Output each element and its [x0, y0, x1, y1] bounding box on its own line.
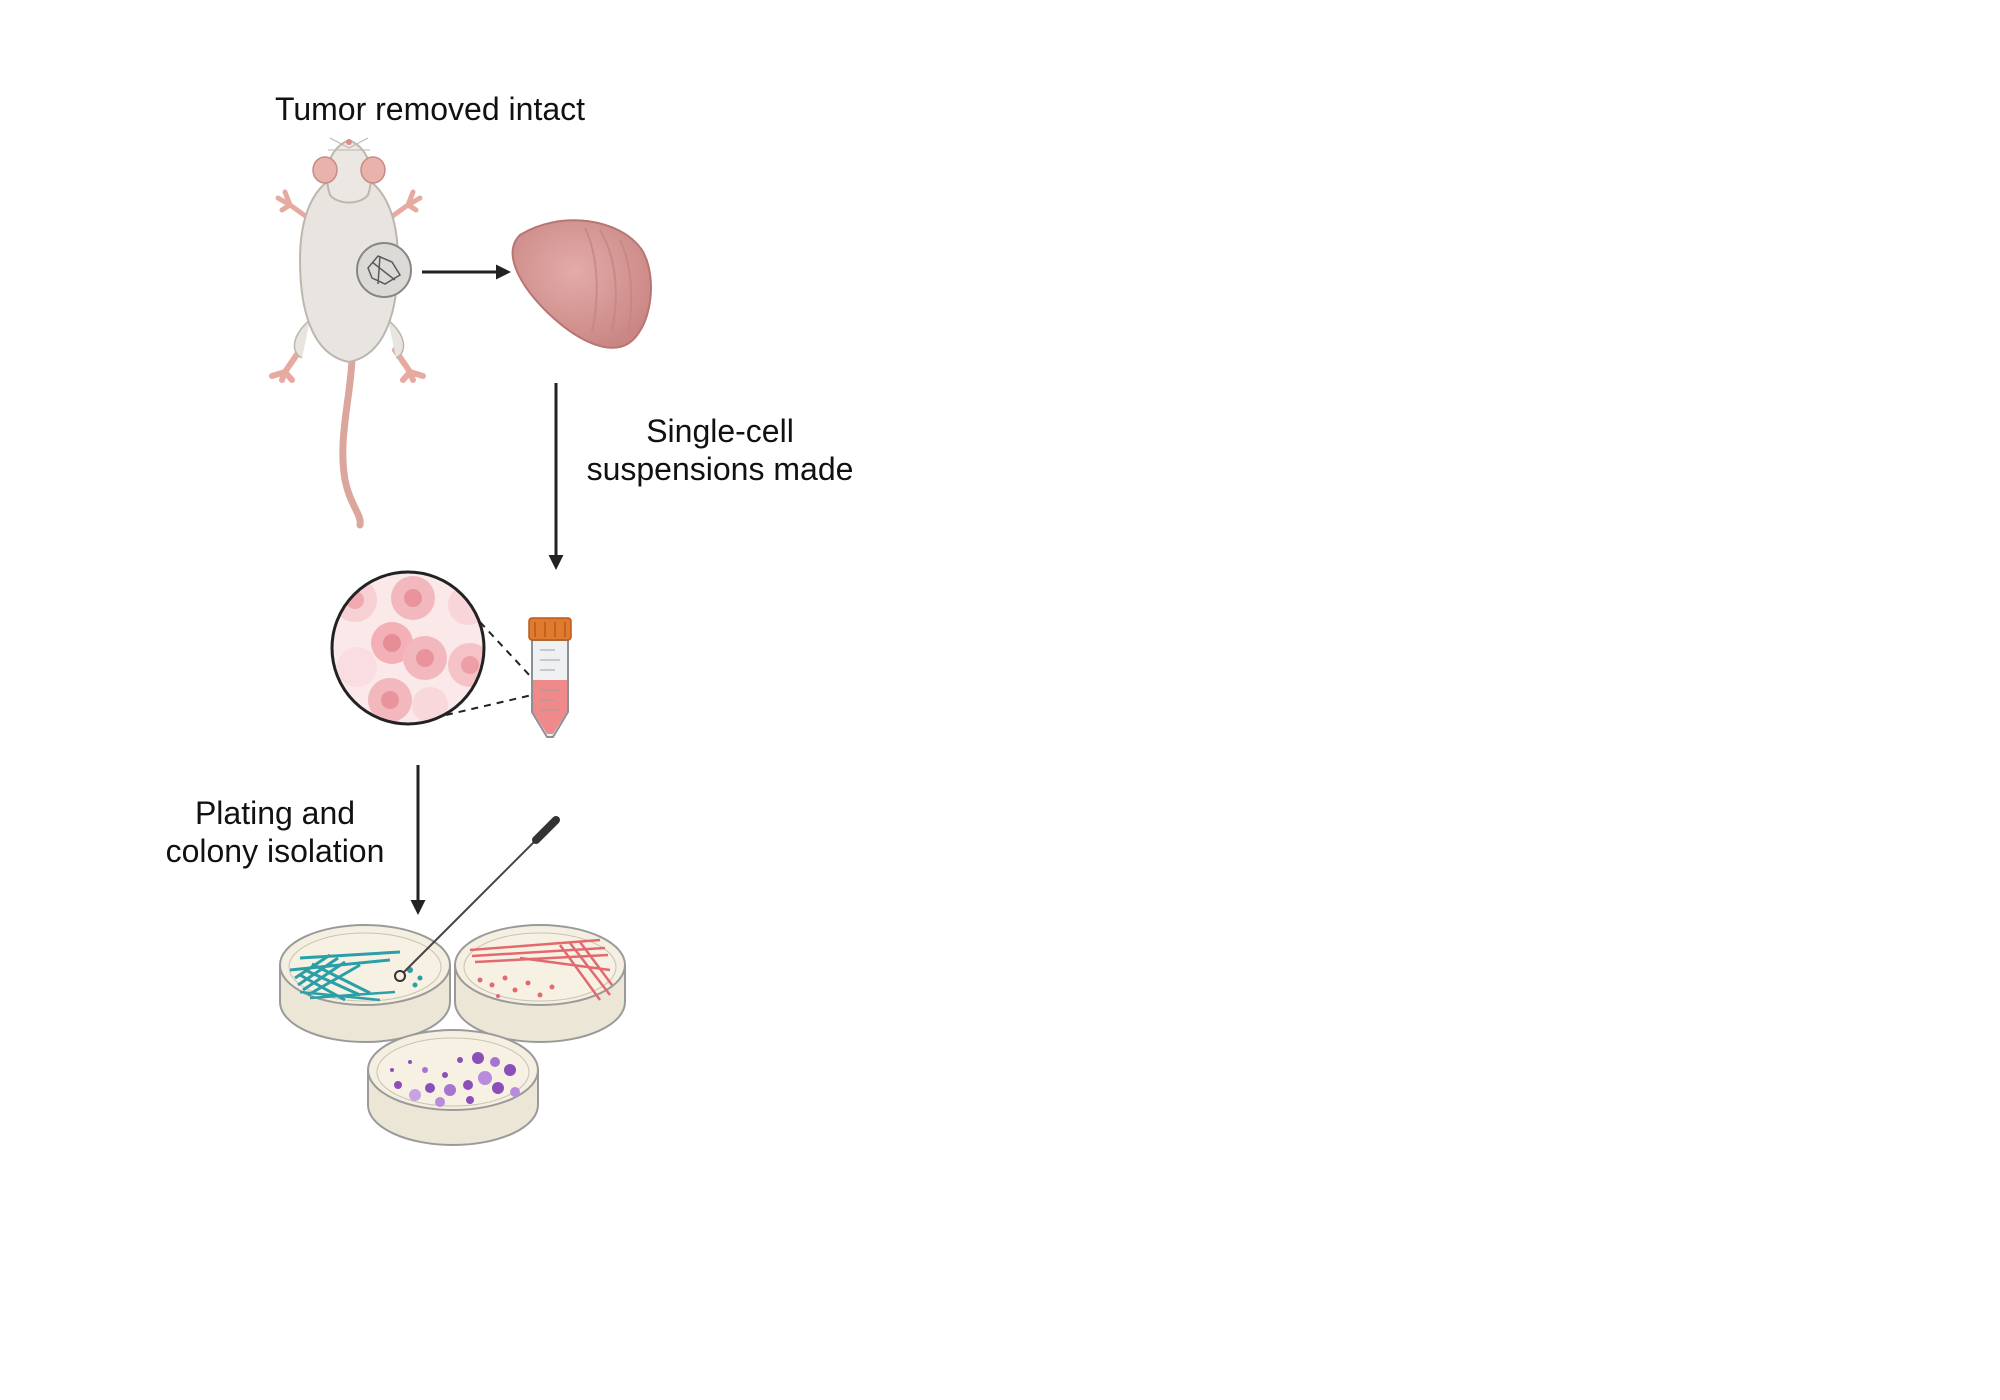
petri-dish-icon [279, 924, 451, 1043]
petri-dish-icon [367, 1029, 539, 1146]
step1-label: Tumor removed intact [274, 91, 586, 127]
step3-label-line1: Plating and [194, 795, 356, 831]
mouse-icon [269, 137, 426, 529]
step2-label: Single-cell suspensions made [560, 412, 880, 488]
tumor-icon [511, 219, 652, 349]
conical-tube-icon [528, 617, 572, 738]
step2-label-line2: suspensions made [586, 451, 854, 487]
step2-label-line1: Single-cell [646, 413, 794, 449]
petri-dish-icon [454, 924, 626, 1043]
cell-magnifier-icon [330, 570, 546, 726]
step3-label: Plating and colony isolation [130, 794, 420, 870]
inoculation-loop-icon [394, 816, 560, 982]
step3-label-line2: colony isolation [165, 833, 385, 869]
